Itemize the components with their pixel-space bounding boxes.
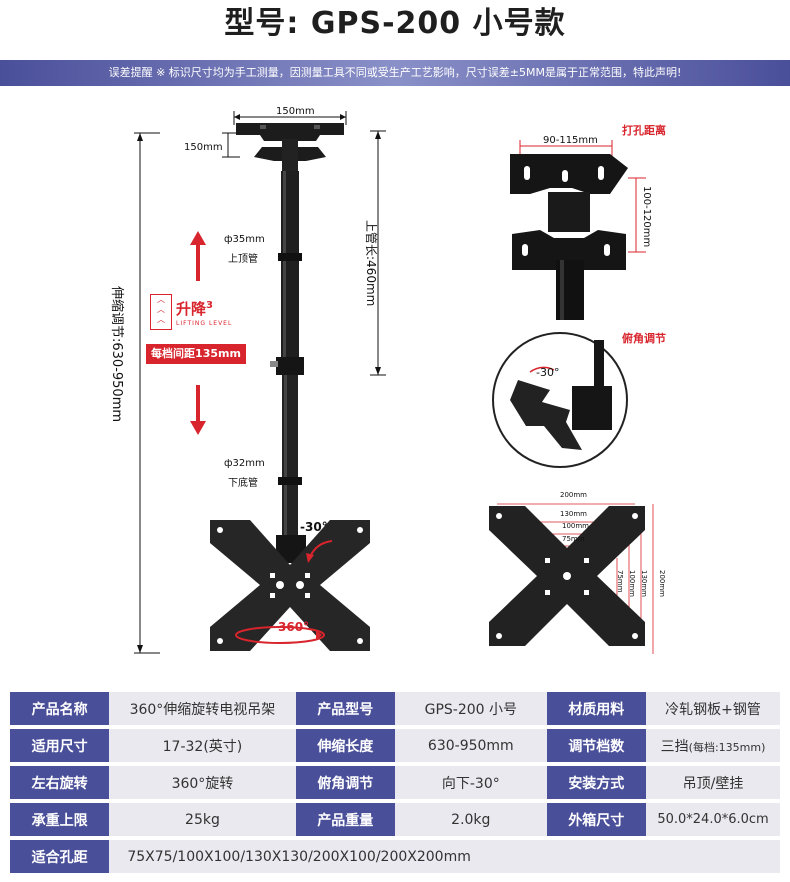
plate-w200: 200mm (560, 491, 587, 499)
spec-label: 外箱尺寸 (546, 803, 647, 836)
top-bracket-width: 90-115mm (543, 135, 598, 146)
spec-value: GPS-200 小号 (395, 692, 547, 725)
spec-label: 承重上限 (10, 803, 110, 836)
lower-tube-dia: ф32mm (224, 458, 265, 469)
top-width-label: 150mm (276, 106, 315, 117)
tilt-angle-label: -30° (300, 520, 328, 534)
upper-tube-length-label: 上管长:460mm (364, 220, 378, 307)
error-warning-banner: 误差提醒 ※ 标识尺寸均为手工测量，因测量工具不同或受生产工艺影响，尺寸误差±5… (0, 60, 790, 86)
spec-label: 俯角调节 (295, 766, 396, 799)
spec-row: 左右旋转 360°旋转 俯角调节 向下-30° 安装方式 吊顶/壁挂 (10, 766, 780, 799)
spec-value-holes: 75X75/100X100/130X130/200X100/200X200mm (109, 840, 780, 873)
spec-value: 向下-30° (395, 766, 547, 799)
spec-label: 产品重量 (295, 803, 396, 836)
plate-w75: 75mm (562, 535, 585, 543)
spec-row: 适用尺寸 17-32(英寸) 伸缩长度 630-950mm 调节档数 三挡(每档… (10, 729, 780, 762)
lower-tube-name: 下底管 (228, 478, 258, 489)
lift-title-text: 升降 (176, 300, 207, 318)
lift-chevrons-icon: ︿︿︿ (150, 294, 172, 330)
spec-value: 冷轧钢板+钢管 (646, 692, 780, 725)
tilt-detail-title: 俯角调节 (622, 332, 666, 345)
upper-tube-name: 上顶管 (228, 254, 258, 265)
rotate-angle-label: 360° (278, 620, 310, 634)
vesa-plate-detail (489, 503, 654, 654)
spec-value: 360°伸缩旋转电视吊架 (109, 692, 296, 725)
gear-note: (每档:135mm) (688, 740, 766, 754)
page-title: 型号: GPS-200 小号款 (224, 6, 566, 41)
spec-label: 安装方式 (546, 766, 647, 799)
spec-label: 材质用料 (546, 692, 647, 725)
plate-h75: 75mm (616, 570, 624, 593)
spec-label: 产品名称 (10, 692, 110, 725)
spec-value: 25kg (109, 803, 296, 836)
top-height-label: 150mm (184, 142, 223, 153)
spec-label: 适用尺寸 (10, 729, 110, 762)
gear-count: 三挡 (660, 738, 689, 755)
spec-row: 承重上限 25kg 产品重量 2.0kg 外箱尺寸 50.0*24.0*6.0c… (10, 803, 780, 836)
lift-superscript: 3 (206, 300, 213, 311)
upper-tube-dia: ф35mm (224, 234, 265, 245)
spec-label: 伸缩长度 (295, 729, 396, 762)
spec-label: 左右旋转 (10, 766, 110, 799)
tilt-detail-angle: -30° (536, 366, 560, 379)
plate-h200: 200mm (658, 570, 666, 597)
spec-table: 产品名称 360°伸缩旋转电视吊架 产品型号 GPS-200 小号 材质用料 冷… (10, 688, 780, 877)
plate-h100: 100mm (628, 570, 636, 597)
spec-row-holes: 适合孔距 75X75/100X100/130X130/200X100/200X2… (10, 840, 780, 873)
lift-subtitle: LIFTING LEVEL (176, 320, 233, 327)
top-bracket-detail (510, 140, 646, 320)
plate-h130: 130mm (640, 570, 648, 597)
tilt-detail-circle (492, 332, 628, 468)
spec-value: 360°旋转 (109, 766, 296, 799)
spec-label: 产品型号 (295, 692, 396, 725)
spec-value: 50.0*24.0*6.0cm (646, 803, 780, 836)
plate-w130: 130mm (560, 510, 587, 518)
spec-row: 产品名称 360°伸缩旋转电视吊架 产品型号 GPS-200 小号 材质用料 冷… (10, 692, 780, 725)
spec-value-gear: 三挡(每档:135mm) (646, 729, 780, 762)
spec-value: 630-950mm (395, 729, 547, 762)
spec-value: 吊顶/壁挂 (646, 766, 780, 799)
spec-label: 调节档数 (546, 729, 647, 762)
main-bracket-diagram (134, 111, 386, 654)
lift-title: 升降3 (176, 298, 213, 319)
lift-step-badge: 每档间距135mm (146, 344, 246, 364)
spec-label: 适合孔距 (10, 840, 110, 873)
hole-distance-title: 打孔距离 (622, 124, 666, 137)
spec-value: 17-32(英寸) (109, 729, 296, 762)
spec-value: 2.0kg (395, 803, 547, 836)
telescopic-range-label: 伸缩调节:630-950mm (109, 286, 124, 423)
plate-w100: 100mm (562, 522, 589, 530)
top-bracket-height: 100-120mm (641, 186, 652, 248)
